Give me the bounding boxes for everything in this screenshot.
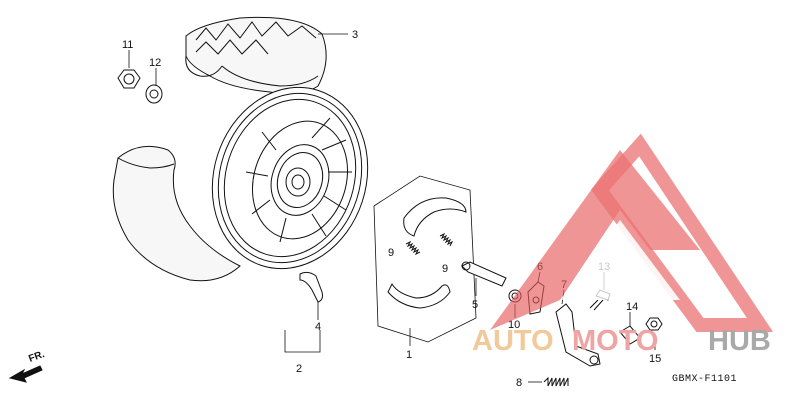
- watermark-logo: [490, 133, 774, 332]
- callout-label: 8: [516, 377, 522, 389]
- front-direction-label: FR.: [27, 349, 46, 365]
- joint-pin-part: [619, 325, 641, 345]
- callout-label: 9: [388, 247, 394, 259]
- callout-label: 2: [296, 363, 302, 375]
- washer-part: [145, 84, 163, 104]
- callout-label: 9: [442, 263, 448, 275]
- nut-part: [645, 317, 663, 331]
- callout-label: 10: [508, 319, 520, 331]
- callout-label: 4: [315, 321, 321, 333]
- valve-stem-part: [299, 271, 323, 303]
- callout-label: 14: [626, 301, 638, 313]
- callout-label: 1: [406, 349, 412, 361]
- nut-part: [117, 69, 141, 89]
- return-spring-part: [543, 376, 569, 387]
- watermark-text-hub: HUB: [708, 325, 771, 357]
- callout-label: 3: [352, 29, 358, 41]
- callout-label: 12: [149, 57, 161, 69]
- callout-label: 5: [472, 299, 478, 311]
- spring-part: [439, 232, 454, 247]
- diagram-code: GBMX-F1101: [672, 374, 737, 385]
- spring-part: [405, 240, 421, 256]
- leader-lines: [128, 33, 656, 383]
- watermark-text-auto: AUTO: [472, 325, 554, 357]
- tire-part: [185, 16, 327, 95]
- front-direction-arrow: [8, 365, 43, 383]
- watermark-text-moto: MOTO: [572, 325, 658, 357]
- tire-side-part: [112, 145, 241, 282]
- wheel-rim-part: [211, 86, 369, 270]
- callout-label: 15: [649, 353, 661, 365]
- callout-label: 11: [122, 39, 133, 51]
- watermark-text: AUTO MOTO HUB: [472, 325, 771, 357]
- brake-cam-part: [461, 261, 507, 287]
- brake-shoe-set: [373, 175, 477, 343]
- brake-arm-part: [555, 303, 601, 367]
